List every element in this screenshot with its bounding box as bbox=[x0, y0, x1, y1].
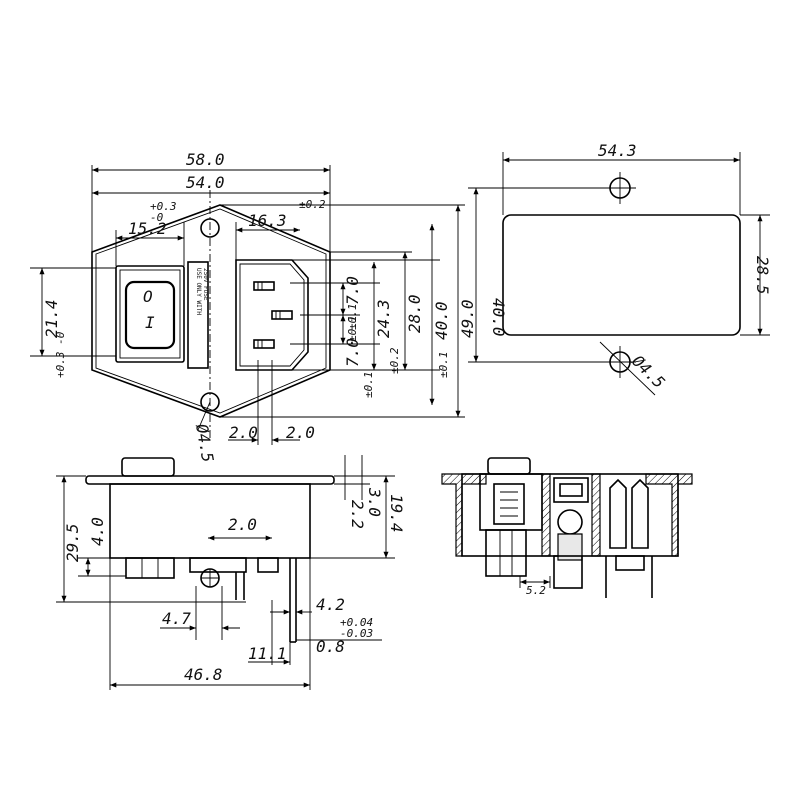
pin-bottom bbox=[253, 339, 275, 349]
side-body bbox=[109, 483, 311, 559]
dim-7-0-b-tol: ±0.1 bbox=[346, 316, 359, 343]
hole-dia-left-label: Ø4.5 bbox=[192, 422, 217, 463]
side-flange bbox=[85, 475, 335, 485]
dim-16-3-label: 16.3 bbox=[248, 211, 287, 230]
dim-54-label: 54.0 bbox=[186, 173, 225, 192]
dim-46-8-label: 46.8 bbox=[184, 665, 223, 684]
dim-0-8-tol-plus: +0.04 bbox=[340, 616, 373, 629]
dim-2-0-b-label: 2.0 bbox=[286, 423, 315, 442]
pin-middle bbox=[271, 310, 293, 320]
switch-bezel bbox=[115, 265, 185, 363]
dim-24-3-label: 24.3 bbox=[374, 299, 393, 338]
dim-28-0-label: 28.0 bbox=[405, 294, 424, 333]
dim-2-0-a-label: 2.0 bbox=[229, 423, 258, 442]
dim-40-0-tol: ±0.1 bbox=[437, 352, 450, 379]
dim-5-2-label: 5.2 bbox=[526, 584, 546, 597]
panel-cutout-view: 54.3 40.0 28.5 Ø4.5 bbox=[468, 141, 772, 396]
dim-7-0-a-label: 7.0 bbox=[343, 276, 362, 305]
section-pin-1 bbox=[609, 478, 627, 549]
pin-top bbox=[253, 281, 275, 291]
cutout-rectangle bbox=[502, 214, 741, 336]
dim-19-4-label: 19.4 bbox=[387, 494, 406, 533]
dim-11-1-label: 11.1 bbox=[248, 644, 287, 663]
dim-4-2-label: 4.2 bbox=[316, 595, 345, 614]
section-flange-right bbox=[645, 473, 693, 557]
dim-4-0-label: 4.0 bbox=[88, 517, 107, 546]
dim-58-label: 58.0 bbox=[186, 150, 225, 169]
switch-off-symbol: O bbox=[143, 287, 153, 306]
hole-dia-right-label: Ø4.5 bbox=[628, 351, 669, 392]
dim-7-0-a-tol: ±0.1 bbox=[346, 304, 359, 331]
rocker-switch bbox=[124, 280, 176, 350]
fuse-label-strip bbox=[187, 261, 209, 369]
dim-2-2-label: 2.2 bbox=[348, 500, 367, 529]
dim-tol-pm02: ±0.2 bbox=[299, 198, 326, 211]
dim-24-3-tol: ±0.2 bbox=[388, 347, 401, 374]
dim-tol-plus: +0.3 bbox=[150, 200, 177, 213]
fuse-label-line-2: 250V FUSE bbox=[202, 268, 209, 301]
dim-4-7-label: 4.7 bbox=[162, 609, 191, 628]
section-fuse bbox=[557, 509, 583, 535]
dim-29-5-label: 29.5 bbox=[63, 523, 82, 562]
dim-0-8-tol-minus: -0.03 bbox=[340, 627, 373, 640]
dim-28-5-label: 28.5 bbox=[753, 256, 772, 295]
dim-54-3-label: 54.3 bbox=[598, 141, 637, 160]
dim-0-8-label: 0.8 bbox=[316, 637, 345, 656]
section-view: 5.2 bbox=[441, 457, 693, 598]
dim-tol-minus: -0 bbox=[150, 211, 164, 224]
side-switch-bump bbox=[121, 457, 175, 477]
dim-2-0-side-label: 2.0 bbox=[228, 515, 257, 534]
dim-40-0-cut-label: 40.0 bbox=[489, 298, 508, 337]
switch-on-symbol: I bbox=[145, 313, 155, 332]
dim-3-0-label: 3.0 bbox=[365, 487, 384, 517]
section-pin-2 bbox=[631, 478, 649, 549]
side-view: 29.5 4.0 2.0 19.4 3.0 2.2 4.7 4.2 0.8 +0… bbox=[56, 455, 406, 690]
fuse-label-line-1: USE ONLY WITH bbox=[195, 268, 202, 315]
dim-15-2-label: 15.2 bbox=[128, 219, 167, 238]
dim-tol-pm01-small: ±0.1 bbox=[362, 372, 375, 399]
dim-21-4-tol: +0.3 -0 bbox=[54, 331, 67, 378]
dim-40-0-label: 40.0 bbox=[432, 301, 451, 340]
dim-7-0-b-label: 7.0 bbox=[343, 338, 362, 367]
dim-21-4-label: 21.4 bbox=[42, 299, 61, 338]
dim-49-0-label: 49.0 bbox=[458, 299, 477, 338]
front-view: O I USE ONLY WITH 250V FUSE bbox=[30, 150, 477, 464]
